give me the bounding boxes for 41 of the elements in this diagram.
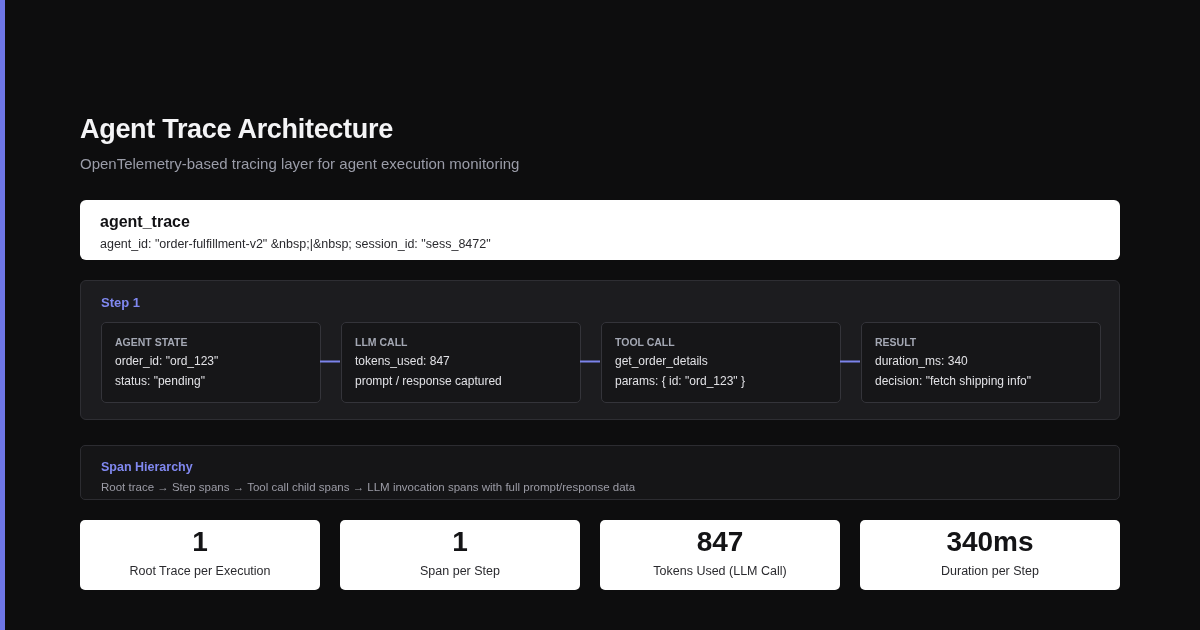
span-card [601,322,841,403]
span-card [341,322,581,403]
connector-line [319,360,341,363]
description-text: Root trace → Step spans → Tool call child spans → LLM invocation spans with full prompt/response data [101,480,636,495]
panel-title: Span Hierarchy [101,459,193,476]
field-text: decision: "fetch shipping info" [875,374,1031,390]
stat-card [340,520,580,590]
section-label: RESULT [875,336,917,350]
stat-card [600,520,840,590]
stat-value: 847 [695,525,745,559]
field-text: status: "pending" [115,374,205,390]
stat-label: Duration per Step [940,563,1040,580]
span-card [101,322,321,403]
stat-value: 1 [191,525,209,559]
stat-value: 1 [451,525,469,559]
stat-card [80,520,320,590]
step-panel [80,280,1120,420]
field-text: prompt / response captured [355,374,502,390]
section-label: TOOL CALL [615,336,675,350]
stat-label: Root Trace per Execution [128,563,272,580]
stat-card [860,520,1120,590]
stat-value: 340ms [945,525,1035,559]
page-title: Agent Trace Architecture [80,114,393,145]
connector-line [579,360,601,363]
field-text: params: { id: "ord_123" } [615,374,745,390]
stat-label: Tokens Used (LLM Call) [652,563,788,580]
connector-line [839,360,861,363]
panel-title: Step 1 [101,295,140,312]
field-text: get_order_details [615,354,708,370]
card-title: agent_trace [100,212,190,232]
field-text: order_id: "ord_123" [115,354,219,370]
section-label: LLM CALL [355,336,408,350]
subtitle-text: OpenTelemetry-based tracing layer for agent execution monitoring [80,155,520,172]
info-panel [80,445,1120,500]
span-card [861,322,1101,403]
section-label: AGENT STATE [115,336,188,350]
trace-card [80,200,1120,260]
field-text: duration_ms: 340 [875,354,968,370]
card-text: agent_id: "order-fulfillment-v2" &nbsp;|&nbsp; session_id: "sess_8472" [100,236,491,253]
stat-label: Span per Step [419,563,501,580]
field-text: tokens_used: 847 [355,354,450,370]
